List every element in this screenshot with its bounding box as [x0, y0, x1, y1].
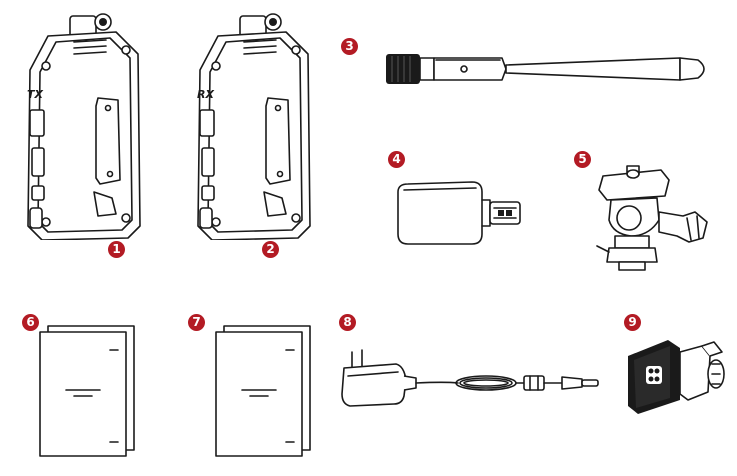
device-label-rx: RX	[197, 88, 214, 101]
manual-icon	[39, 325, 135, 457]
receiver-icon: RX	[197, 13, 311, 240]
item-number-badge: 1	[108, 241, 125, 258]
shoe-mount-clamp	[618, 330, 733, 420]
ball-head-mount-icon	[596, 165, 708, 271]
power-adapter-icon	[341, 349, 599, 407]
item-number-badge: 8	[339, 314, 356, 331]
usb-adapter	[390, 178, 525, 248]
item-number-badge: 2	[262, 241, 279, 258]
user-manual	[214, 322, 314, 457]
user-manual	[38, 322, 138, 457]
antenna	[380, 48, 715, 90]
item-number-badge: 3	[341, 38, 358, 55]
manual-icon	[215, 325, 311, 457]
receiver-device: RX 2	[182, 8, 322, 258]
device-label-tx: TX	[27, 88, 44, 101]
ball-head-mount	[585, 160, 715, 275]
item-number-badge: 6	[22, 314, 39, 331]
item-number-badge: 9	[624, 314, 641, 331]
transmitter-device: TX 1	[12, 8, 152, 258]
item-number-badge: 5	[574, 151, 591, 168]
usb-adapter-icon	[397, 181, 521, 245]
transmitter-icon: TX	[27, 13, 141, 240]
shoe-mount-clamp-icon	[628, 340, 725, 414]
antenna-icon	[386, 54, 705, 84]
power-adapter	[338, 346, 608, 411]
item-number-badge: 4	[388, 151, 405, 168]
item-number-badge: 7	[188, 314, 205, 331]
